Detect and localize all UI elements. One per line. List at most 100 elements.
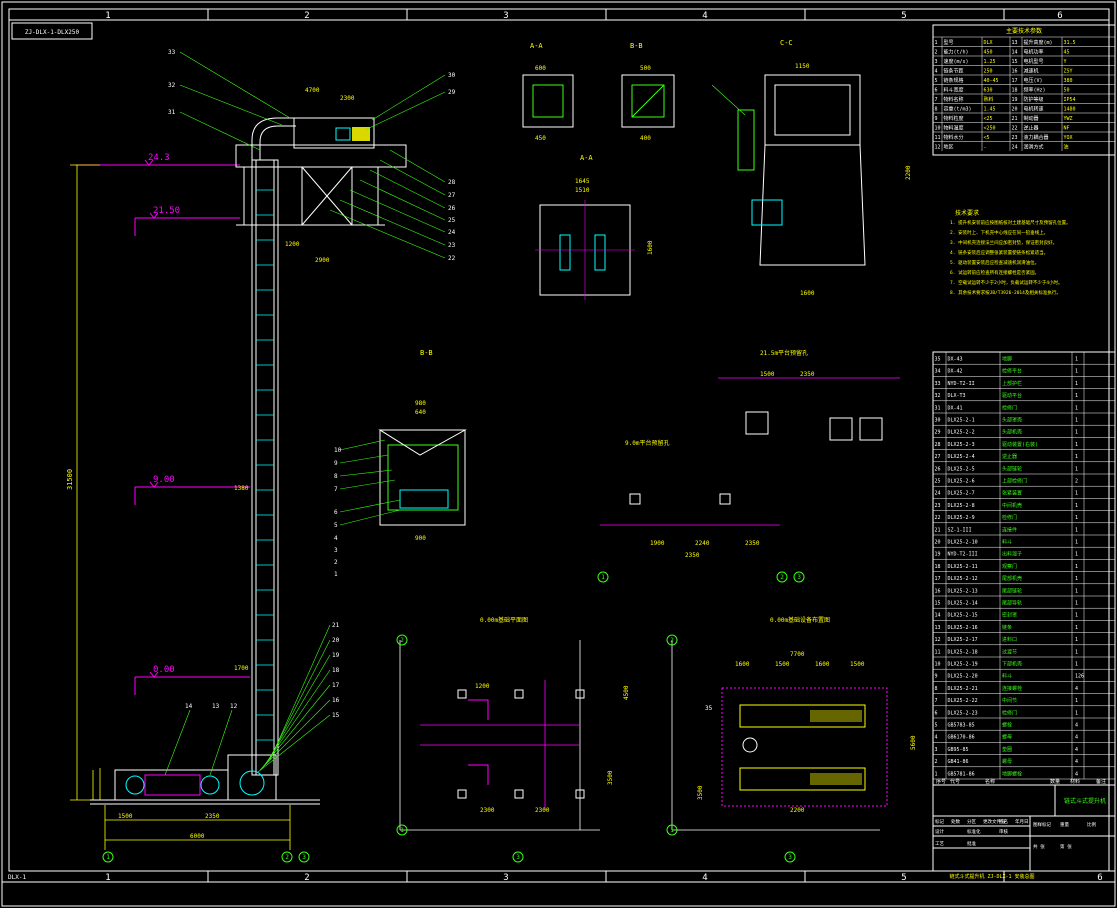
dim-label: 980 bbox=[415, 400, 426, 407]
title-row-label: 序号 bbox=[936, 778, 946, 785]
table-cell: 24 bbox=[935, 491, 941, 497]
table-cell: DLX25-2-1 bbox=[948, 418, 975, 424]
bottom-caption: 链式斗式提升机 ZJ-DLX-1 安装总图 bbox=[949, 873, 1034, 880]
table-cell: DLX25-2-16 bbox=[948, 625, 978, 631]
axis-label: 2 bbox=[780, 574, 784, 581]
table-cell: 物料粒度 bbox=[944, 115, 964, 122]
table-cell: 1.25 bbox=[984, 59, 996, 65]
table-cell: ZSY bbox=[1064, 69, 1073, 75]
callout-number: 29 bbox=[448, 89, 456, 96]
table-cell: 19 bbox=[1012, 97, 1018, 103]
dim-label: 500 bbox=[640, 65, 651, 72]
title-cell: 图样标记 bbox=[1033, 821, 1051, 828]
table-cell: 地脚 bbox=[1002, 356, 1012, 363]
callout-number: 33 bbox=[168, 49, 176, 56]
table-cell: 4 bbox=[935, 69, 938, 75]
callout-number: 8 bbox=[334, 473, 338, 480]
view-top1: A-A 600 450 bbox=[522, 42, 574, 142]
svg-text:0.00m基础设备布置图: 0.00m基础设备布置图 bbox=[770, 616, 830, 624]
table-cell: 检修平台 bbox=[1002, 368, 1022, 375]
axis-bubbles bbox=[102, 851, 310, 863]
table-cell: Y bbox=[1064, 59, 1067, 65]
callout-number: 10 bbox=[334, 447, 342, 454]
table-cell: 连接件 bbox=[1002, 526, 1017, 533]
callout-number: 16 bbox=[332, 697, 340, 704]
table-cell: 张紧装置 bbox=[1002, 490, 1022, 497]
table-cell: 26 bbox=[935, 466, 941, 472]
table-cell: 1 bbox=[1075, 637, 1078, 643]
axis-label: 1 bbox=[601, 574, 605, 581]
table-cell: GB95-85 bbox=[948, 747, 969, 753]
col-label: 4 bbox=[702, 873, 707, 883]
table-cell: 过渡节 bbox=[1002, 648, 1017, 655]
dim-label: 1380 bbox=[234, 485, 249, 492]
table-cell: 4 bbox=[1075, 747, 1078, 753]
table-cell: 9 bbox=[935, 116, 938, 122]
table-cell: 料斗 bbox=[1002, 673, 1012, 680]
feed-conveyor bbox=[144, 774, 201, 796]
dim-label: 450 bbox=[535, 135, 546, 142]
callout-number: 22 bbox=[448, 255, 456, 262]
dim-label: 2300 bbox=[480, 807, 495, 814]
table-cell: - bbox=[984, 145, 987, 151]
callout-number: 1 bbox=[334, 571, 338, 578]
dim-label: 2350 bbox=[800, 371, 815, 378]
level-label: 0.00 bbox=[153, 665, 175, 675]
col-label: 1 bbox=[105, 11, 110, 21]
table-cell: DLX25-2-10 bbox=[948, 540, 978, 546]
dim-label: 2200 bbox=[905, 165, 912, 180]
callout-number: 15 bbox=[332, 712, 340, 719]
axis-label: 1 bbox=[106, 854, 110, 861]
table-cell: 链条规格 bbox=[944, 77, 964, 84]
table-cell: DLX25-2-5 bbox=[948, 466, 975, 472]
table-cell: 6 bbox=[935, 710, 938, 716]
table-cell: DLX bbox=[984, 40, 993, 46]
level-label: 24.3 bbox=[148, 153, 170, 163]
table-cell: DLX25-2-7 bbox=[948, 491, 975, 497]
table-cell: 23 bbox=[935, 503, 941, 509]
table-cell: 3 bbox=[935, 59, 938, 65]
table-cell: 检修门 bbox=[1002, 514, 1017, 521]
table-cell: 1 bbox=[1075, 710, 1078, 716]
table-cell: 22 bbox=[1012, 126, 1018, 132]
title-cell: 第 张 bbox=[1060, 843, 1072, 850]
note-line: 5. 驱动装置安装后应检查减速机润滑油位。 bbox=[950, 259, 1039, 266]
callout-number: 27 bbox=[448, 192, 456, 199]
title-row-label: 数量 bbox=[1050, 778, 1060, 785]
callout-number: 35 bbox=[705, 705, 713, 712]
head-gearbox bbox=[335, 127, 351, 141]
table-cell: 速度(m/s) bbox=[944, 58, 969, 65]
dim-label: 1510 bbox=[575, 187, 590, 194]
title-cell: 设计 bbox=[935, 828, 944, 835]
table-cell: DLX25-2-18 bbox=[948, 649, 978, 655]
table-cell: 观察门 bbox=[1002, 563, 1017, 570]
table-cell: 1 bbox=[1075, 491, 1078, 497]
note-line: 1. 提升机安装前应按图纸核对土建基础尺寸及预留孔位置。 bbox=[950, 219, 1071, 226]
callout-number: 20 bbox=[332, 637, 340, 644]
dim-label: 400 bbox=[640, 135, 651, 142]
col-label: 5 bbox=[901, 873, 906, 883]
table-cell: 链条节距 bbox=[944, 68, 964, 75]
dim-label: 4500 bbox=[623, 685, 630, 700]
table-cell: 4 bbox=[1075, 723, 1078, 729]
table-cell: 7 bbox=[935, 698, 938, 704]
table-cell: 14 bbox=[935, 613, 941, 619]
table-cell: 20 bbox=[1012, 107, 1018, 113]
table-cell: 1 bbox=[1075, 649, 1078, 655]
table-cell: 熟料 bbox=[984, 96, 994, 103]
callout-number: 7 bbox=[334, 486, 338, 493]
notes-title: 技术要求 bbox=[955, 209, 979, 217]
table-cell: 驱动装置(右装) bbox=[1002, 441, 1038, 448]
table-cell: 1 bbox=[1075, 698, 1078, 704]
table-cell: 14 bbox=[1012, 50, 1018, 56]
table-cell: 16 bbox=[935, 588, 941, 594]
table-cell: 垫圈 bbox=[1002, 746, 1012, 753]
table-cell: 24 bbox=[1012, 145, 1018, 151]
note-line: 8. 其余技术要求按JB/T3926-2014及相关标准执行。 bbox=[950, 289, 1061, 296]
svg-text:A-A: A-A bbox=[580, 154, 593, 162]
notes: 技术要求 1. 提升机安装前应按图纸核对土建基础尺寸及预留孔位置。2. 安装时上… bbox=[950, 209, 1071, 296]
callout-number: 14 bbox=[185, 703, 193, 710]
table-cell: 1 bbox=[1075, 503, 1078, 509]
table-cell: 15 bbox=[935, 601, 941, 607]
